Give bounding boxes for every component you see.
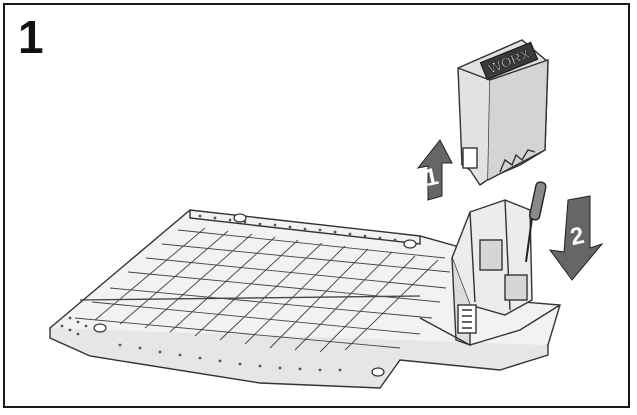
top-cover: WORX	[457, 39, 549, 186]
plate-grid	[74, 227, 451, 353]
svg-text:1: 1	[422, 163, 441, 192]
plate-holes	[60, 214, 397, 372]
step-number: 1	[18, 11, 44, 63]
screwdriver	[525, 181, 547, 263]
base-plate	[48, 209, 561, 389]
charging-station	[419, 199, 561, 346]
arrow-2-down: 2	[548, 195, 604, 281]
svg-text:2: 2	[568, 222, 587, 251]
arrow-1-up: 1	[416, 139, 453, 201]
plate-mount-holes	[93, 213, 417, 377]
